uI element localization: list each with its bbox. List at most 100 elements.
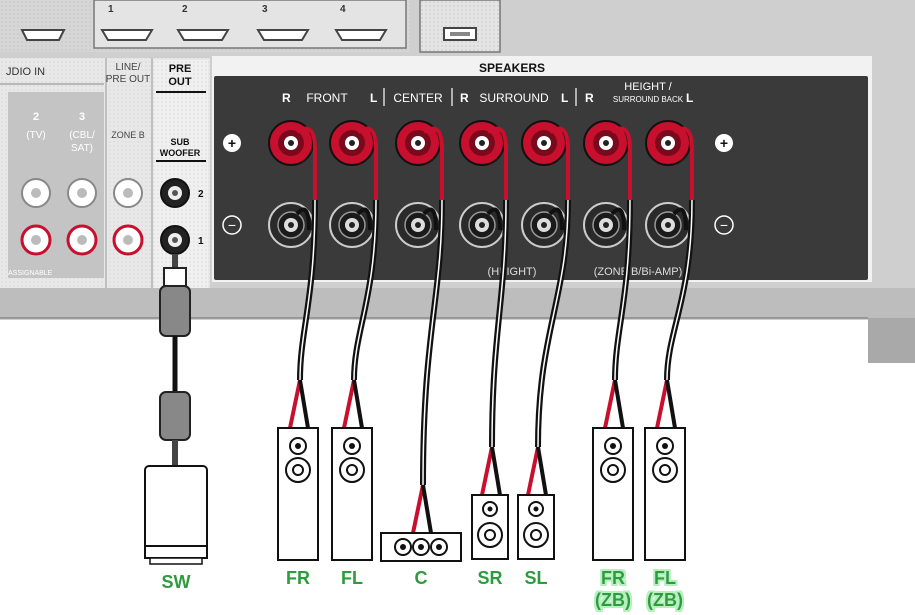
assignable-label: ASSIGNABLE [8,270,53,277]
sub-woofer-title-2: WOOFER [160,148,201,158]
front-left-speaker [331,427,373,561]
surround-left-speaker [517,494,555,560]
speaker-terminal-plus[interactable] [459,120,505,166]
audio-input-name: (CBL/ [69,130,95,141]
minus-marker-left: − [222,215,242,235]
speaker-terminal-plus[interactable] [395,120,441,166]
surround-r-label: R [460,91,469,105]
speaker-terminal-minus[interactable] [521,202,567,248]
hdmi-port-number: 2 [182,4,188,15]
height-l-label: L [686,91,693,105]
rca-jack-red-tv[interactable] [20,224,52,256]
fr-zb-label-1: FR [601,568,625,588]
audio-input-name: (TV) [26,130,45,141]
fl-zb-label-1: FL [654,568,676,588]
line-pre-out-title-1: LINE/ [115,62,140,73]
rca-jack-white-tv[interactable] [21,178,51,208]
zone-b-front-left-speaker [644,427,686,561]
fr-label: FR [286,568,310,588]
minus-marker-right: − [714,215,734,235]
surround-right-speaker [471,494,509,560]
hdmi-port-0[interactable] [20,29,66,41]
front-right-speaker [277,427,319,561]
hdmi-port-4[interactable]: 4 [334,4,388,41]
pre-out-title-2: OUT [168,76,192,88]
sub-woofer-title-1: SUB [170,137,190,147]
sl-label: SL [524,568,547,588]
audio-input-name-2: SAT) [71,143,93,154]
usb-port[interactable] [443,27,477,41]
speaker-cable [342,126,379,429]
center-speaker [380,532,462,562]
hdmi-port-number: 4 [340,4,346,15]
hdmi-port-1[interactable]: 1 [100,4,154,41]
center-label: CENTER [393,91,443,105]
height-sub-label: (HEIGHT) [488,266,537,278]
speaker-terminal-minus[interactable] [459,202,505,248]
zone-b-biamp-label: (ZONE B/Bi-AMP) [594,266,683,278]
surround-label: SURROUND [479,91,549,105]
speaker-terminal-minus[interactable] [645,202,691,248]
subwoofer-jack-2[interactable] [160,178,190,208]
rca-jack-zoneb-red[interactable] [112,224,144,256]
front-r-label: R [282,91,291,105]
fr-zb-label-2: (ZB) [595,590,631,610]
speakers-title: SPEAKERS [479,61,545,75]
subwoofer-cable [159,254,191,466]
subwoofer-jack-1[interactable] [160,225,190,255]
speaker-terminal-plus[interactable] [329,120,375,166]
speaker-terminal-plus[interactable] [645,120,691,166]
sw-label: SW [162,572,191,592]
speaker-cable [655,126,695,429]
speaker-cable [526,126,571,496]
sub-jack-number: 1 [198,236,204,247]
hdmi-port-number: 3 [262,4,268,15]
device-labels: SW FR FL C SR SL FR (ZB) FL (ZB) [162,568,683,610]
speaker-cable [603,126,633,429]
speaker-cable [411,126,445,534]
rca-jack-zoneb-white[interactable] [113,178,143,208]
svg-text:−: − [720,217,728,233]
speaker-cable [288,126,318,429]
height-label-2: SURROUND BACK [613,95,684,104]
pre-out-title-1: PRE [169,63,192,75]
svg-text:+: + [720,135,728,151]
audio-input-number: 3 [79,111,85,123]
hdmi-port-2[interactable]: 2 [176,4,230,41]
c-label: C [415,568,428,588]
plus-marker-left: + [223,134,241,152]
zone-b-front-right-speaker [592,427,634,561]
svg-text:+: + [228,135,236,151]
zone-b-label: ZONE B [111,130,145,140]
svg-text:−: − [228,217,236,233]
hdmi-port-3[interactable]: 3 [256,4,310,41]
fl-zb-label-2: (ZB) [647,590,683,610]
speaker-terminal-panel: SPEAKERS R FRONT L CENTER R SURROUND L R… [212,56,872,282]
speaker-terminal-minus[interactable] [395,202,441,248]
sr-label: SR [477,568,502,588]
speaker-terminal-plus[interactable] [583,120,629,166]
speaker-terminal-minus[interactable] [583,202,629,248]
hdmi-port-number: 1 [108,4,114,15]
sub-jack-number: 2 [198,189,204,200]
line-pre-out-title-2: PRE OUT [106,74,150,85]
front-label: FRONT [306,91,348,105]
audio-input-number: 2 [33,111,39,123]
speaker-terminal-minus[interactable] [329,202,375,248]
terminal-group [268,120,691,248]
front-l-label: L [370,91,377,105]
speaker-terminal-plus[interactable] [521,120,567,166]
speaker-terminal-plus[interactable] [268,120,314,166]
audio-in-title: JDIO IN [6,66,45,78]
rca-jack-white-cbl[interactable] [67,178,97,208]
rca-jack-red-cbl[interactable] [66,224,98,256]
speaker-cables [288,126,695,534]
analog-section: JDIO IN 2 (TV) 3 (CBL/ SAT) ASSIGNABLE L… [0,58,210,288]
fl-label: FL [341,568,363,588]
speaker-devices [277,427,686,562]
surround-l-label: L [561,91,568,105]
speaker-cable [480,126,509,496]
subwoofer-device [144,465,208,565]
height-label-1: HEIGHT / [624,81,672,93]
hdmi-section: 1 2 3 4 [0,0,501,53]
